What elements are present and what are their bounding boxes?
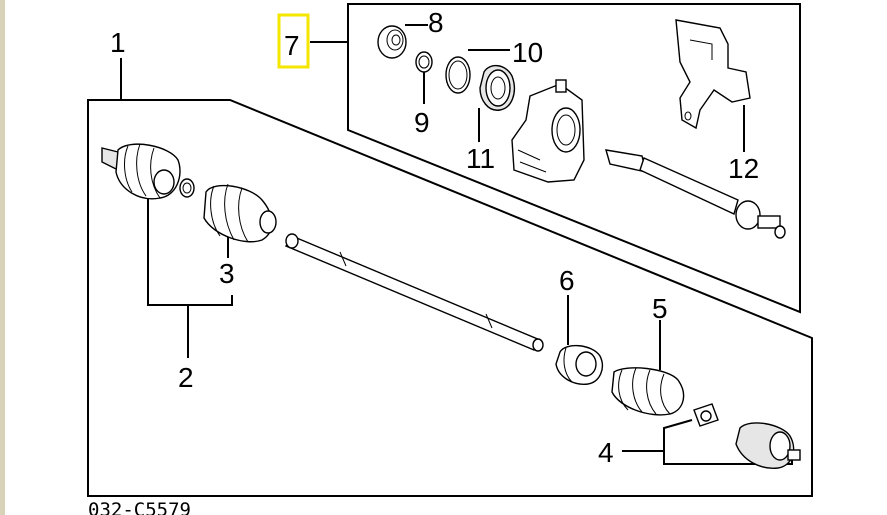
outboard-cv-joint (101, 143, 195, 200)
hub-bearing (479, 65, 516, 111)
bearing-kit-frame (347, 3, 801, 314)
window-edge (0, 0, 5, 515)
intermediate-shaft (605, 149, 786, 239)
bearing-bracket (511, 79, 585, 183)
callout-6: 6 (559, 265, 575, 296)
callout-7-highlight (277, 13, 310, 69)
callout-12: 12 (728, 153, 759, 184)
shaft-support-bracket (675, 19, 751, 130)
callout-3: 3 (219, 258, 235, 289)
seal-ring (415, 51, 433, 73)
driveshaft-assembly-frame (87, 99, 813, 497)
callout-8: 8 (428, 7, 444, 38)
callout-9: 9 (414, 107, 430, 138)
snap-ring (445, 56, 471, 94)
inboard-cv-joint (693, 403, 801, 469)
callout-4: 4 (598, 437, 614, 468)
leader-lines (120, 24, 793, 465)
callout-5: 5 (652, 293, 668, 324)
callout-10: 10 (512, 37, 543, 68)
callout-1: 1 (110, 27, 126, 58)
bearing (377, 25, 407, 59)
outboard-boot (203, 183, 277, 243)
callout-7: 7 (284, 30, 300, 61)
callout-11: 11 (466, 143, 495, 174)
inboard-boot-band (555, 345, 604, 385)
callout-2: 2 (178, 362, 194, 393)
inboard-boot (611, 367, 685, 416)
half-shaft (284, 233, 544, 352)
diagram-part-number: 032-C5579 (88, 499, 191, 515)
